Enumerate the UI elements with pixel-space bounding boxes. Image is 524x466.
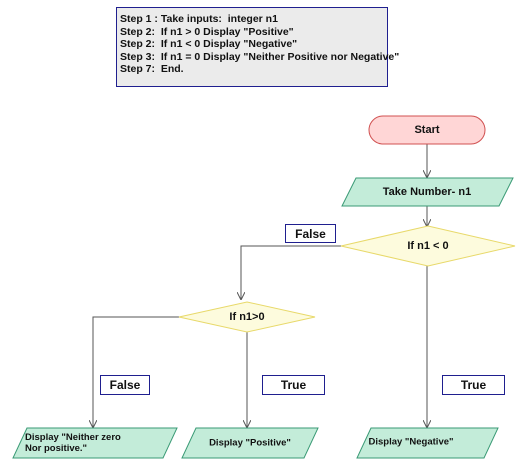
step-line: Step 7: End. — [120, 63, 184, 76]
decision-n1-negative — [340, 225, 516, 267]
step-line: Step 2: If n1 > 0 Display "Positive" — [120, 25, 294, 38]
input-label: Take Number- n1 — [382, 186, 472, 198]
edge-label-decision2-true: True — [262, 375, 325, 395]
output-positive-label: Display "Positive" — [209, 437, 291, 449]
output-positive-node — [181, 427, 319, 459]
decision1-label: If n1 < 0 — [407, 240, 449, 252]
output-neither-label: Display "Neither zero Nor positive." — [25, 432, 121, 454]
step-line: Step 3: If n1 = 0 Display "Neither Posit… — [120, 50, 400, 63]
connector-decision2-false — [93, 316, 179, 427]
edge-label-decision1-false: False — [285, 224, 336, 243]
input-node — [341, 177, 514, 207]
decision-n1-positive — [178, 301, 316, 333]
algorithm-steps-box: Step 1 : Take inputs: integer n1 Step 2:… — [116, 7, 400, 87]
step-line: Step 1 : Take inputs: integer n1 — [120, 13, 278, 25]
decision2-label: If n1>0 — [229, 311, 265, 323]
connector-decision1-false — [241, 245, 341, 299]
edge-label-decision2-false: False — [100, 375, 150, 395]
output-negative-node — [356, 427, 499, 459]
output-neither-node — [12, 427, 178, 459]
output-neither-line2: Nor positive." — [25, 443, 88, 454]
edge-label-decision1-true: True — [442, 375, 505, 395]
output-negative-label: Display "Negative" — [368, 436, 454, 448]
start-node — [368, 115, 486, 145]
start-label: Start — [414, 124, 440, 136]
step-line: Step 2: If n1 < 0 Display "Negative" — [120, 38, 298, 51]
output-neither-line1: Display "Neither zero — [25, 432, 121, 443]
